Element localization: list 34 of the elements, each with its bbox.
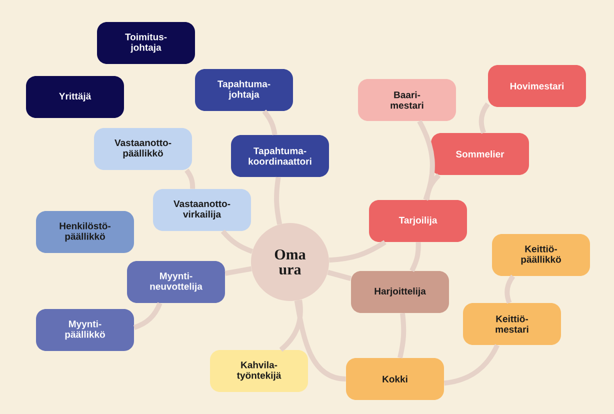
career-box: Tapahtuma- koordinaattori xyxy=(231,135,329,177)
career-box: Hovimestari xyxy=(488,65,586,107)
career-box: Myynti- neuvottelija xyxy=(127,261,225,303)
career-box: Harjoittelija xyxy=(351,271,449,313)
connector-line xyxy=(504,274,516,304)
connector-line xyxy=(444,344,500,386)
connector-line xyxy=(184,168,196,189)
career-box: Yrittäjä xyxy=(26,76,124,118)
connector-line xyxy=(224,266,252,276)
connector-line xyxy=(262,110,278,136)
career-box: Myynti- päällikkö xyxy=(36,309,134,351)
career-box: Sommelier xyxy=(431,133,529,175)
career-box: Keittiö- päällikkö xyxy=(492,234,590,276)
career-box: Toimitus- johtaja xyxy=(97,22,195,64)
connector-line xyxy=(220,230,254,254)
career-box: Keittiö- mestari xyxy=(463,303,561,345)
career-box: Tapahtuma- johtaja xyxy=(195,69,293,111)
career-box: Tarjoilija xyxy=(369,200,467,242)
career-box: Vastaanotto- virkailija xyxy=(153,189,251,231)
connector-line xyxy=(410,242,421,272)
career-box: Kahvila- työntekijä xyxy=(210,350,308,392)
connector-line xyxy=(398,312,406,358)
career-box: Kokki xyxy=(346,358,444,400)
connector-line xyxy=(279,300,303,352)
career-box: Henkilöstö- päällikkö xyxy=(36,211,134,253)
career-box: Vastaanotto- päällikkö xyxy=(94,128,192,170)
connector-line xyxy=(417,120,435,201)
connector-line xyxy=(133,302,162,330)
connector-line xyxy=(327,270,352,281)
connector-line xyxy=(294,300,346,382)
connector-line xyxy=(329,240,386,263)
career-box: Baari- mestari xyxy=(358,79,456,121)
connector-line xyxy=(478,102,490,134)
connector-line xyxy=(274,176,282,225)
